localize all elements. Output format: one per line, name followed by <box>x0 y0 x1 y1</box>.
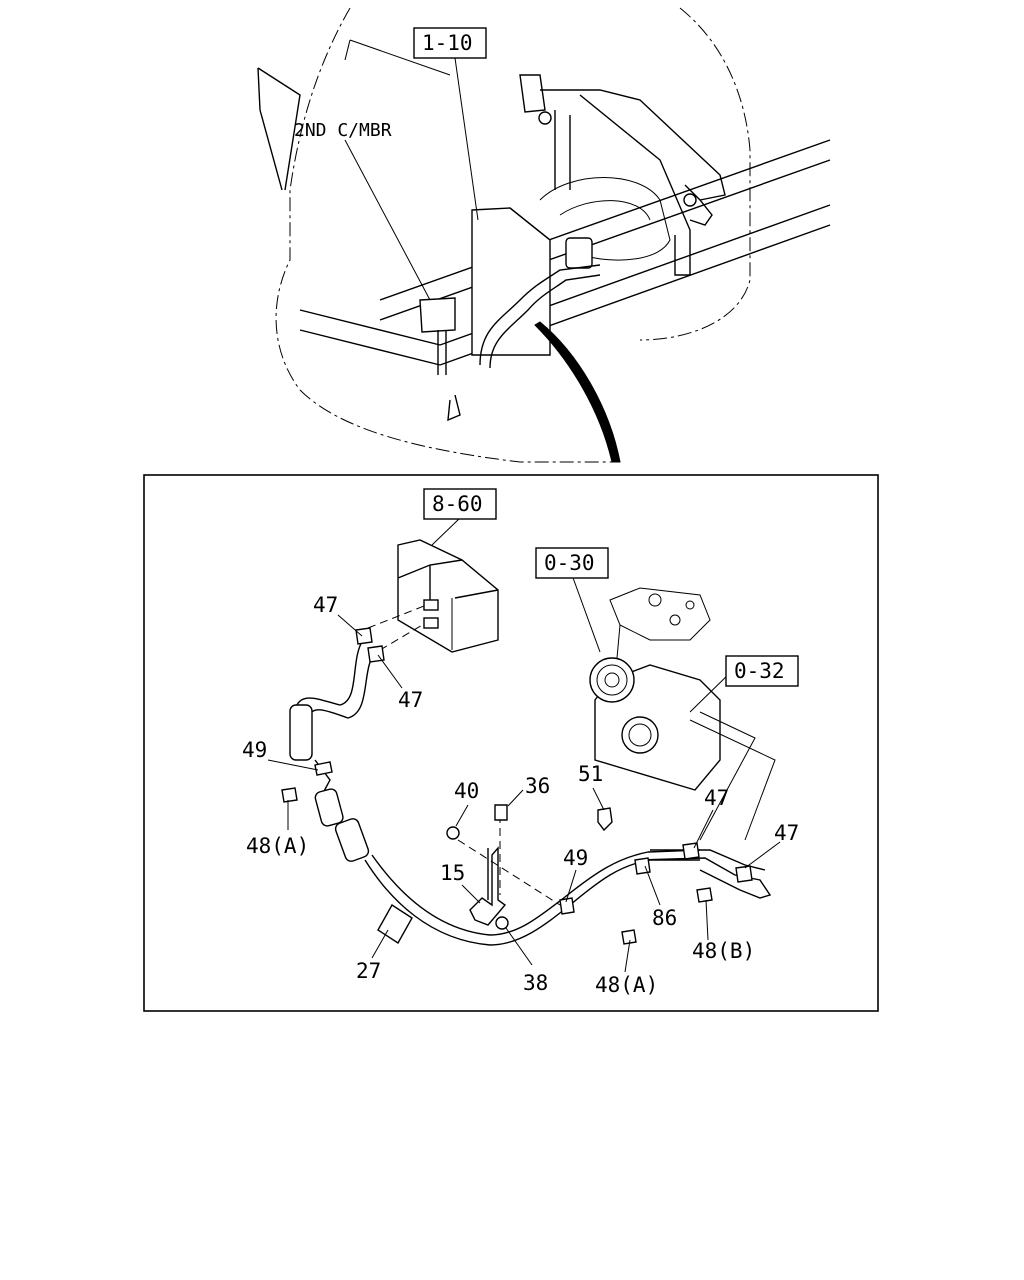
callout-36: 36 <box>525 774 550 798</box>
detail-frame <box>143 474 879 1012</box>
ref-box-1-10 <box>413 27 487 59</box>
callout-27: 27 <box>356 959 381 983</box>
callout-38: 38 <box>523 971 548 995</box>
vehicle-overview <box>257 7 831 463</box>
detail-drawing <box>267 517 781 973</box>
callout-48b: 48(B) <box>692 939 755 963</box>
callout-49-center: 49 <box>563 846 588 870</box>
callout-49-left: 49 <box>242 738 267 762</box>
callout-47-upper-left: 47 <box>313 593 338 617</box>
callout-40: 40 <box>454 779 479 803</box>
callout-47-evaporator: 47 <box>398 688 423 712</box>
callout-51: 51 <box>578 762 603 786</box>
callout-86: 86 <box>652 906 677 930</box>
label-second-crossmember: 2ND C/MBR <box>294 120 392 141</box>
callout-48a-left: 48(A) <box>246 834 309 858</box>
ref-label-0-30: 0-30 <box>544 551 595 575</box>
ref-label-8-60: 8-60 <box>432 492 483 516</box>
callout-47-right-upper: 47 <box>704 786 729 810</box>
ref-box-0-32 <box>725 655 799 687</box>
callout-47-right: 47 <box>774 821 799 845</box>
ref-label-0-32: 0-32 <box>734 659 785 683</box>
callout-48a-bottom: 48(A) <box>595 973 658 997</box>
ref-box-8-60 <box>423 488 497 520</box>
callout-15: 15 <box>440 861 465 885</box>
ref-box-0-30 <box>535 547 609 579</box>
ref-label-1-10: 1-10 <box>422 31 473 55</box>
